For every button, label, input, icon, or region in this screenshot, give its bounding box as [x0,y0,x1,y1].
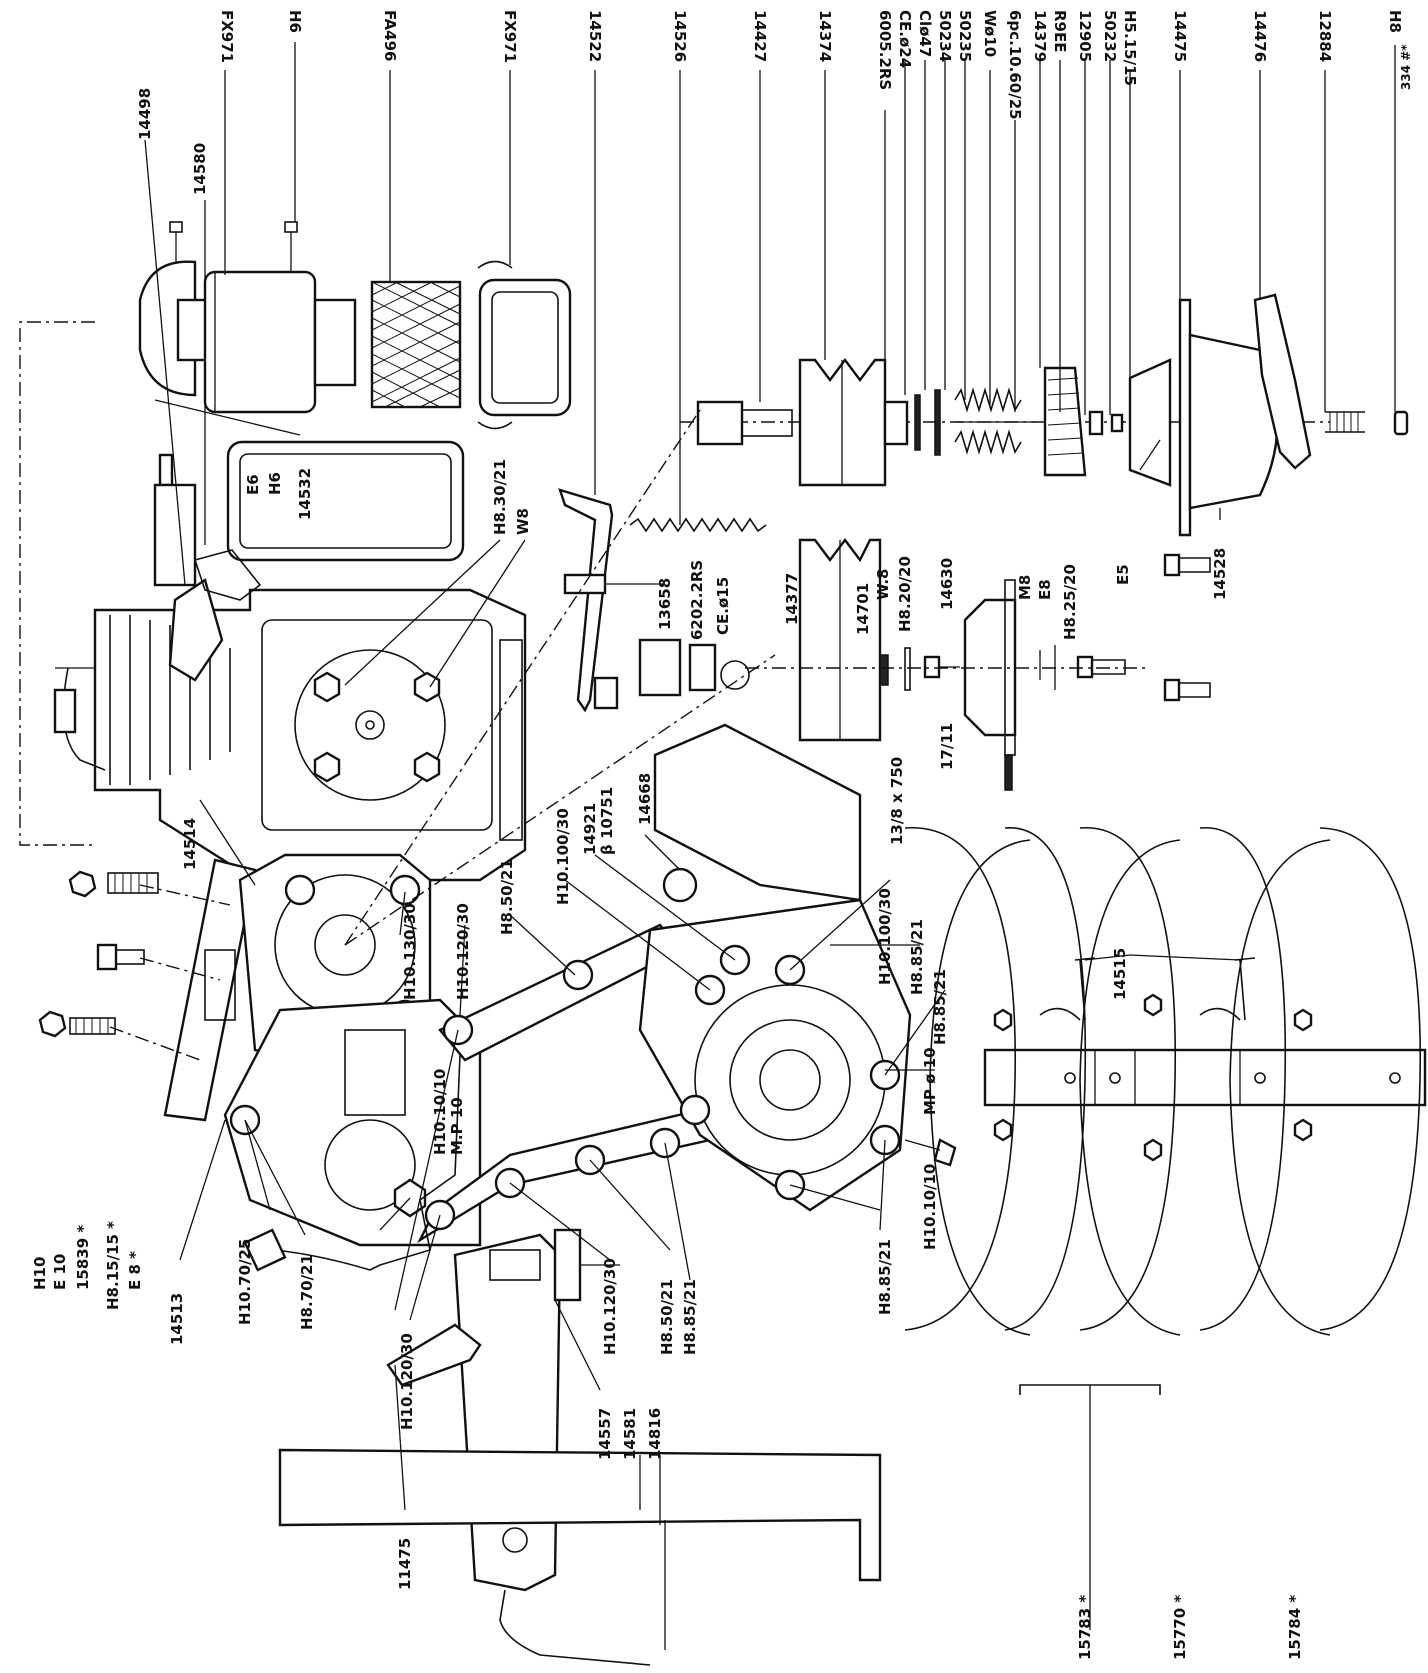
label-14476: 14476 [1251,10,1269,62]
label-14921: 14921 [581,803,599,855]
label-cl-47: Clø47 [916,10,934,57]
air-filter-assembly [138,221,572,436]
label-14532: 14532 [296,468,314,520]
label-fx971-a: FX971 [218,10,236,63]
label-14701: 14701 [854,583,872,635]
label-14515: 14515 [1111,948,1129,1000]
label-h8-50-21-b: H8.50/21 [658,1279,676,1355]
label-h10-100-30-b: H10.100/30 [876,888,894,985]
label-w8-mid: W.8 [874,569,892,600]
label-50234: 50234 [936,10,954,62]
label-h10-10-10-a: H10.10/10 [921,1164,939,1250]
leader-lines [144,42,1396,1650]
label-14580: 14580 [191,143,209,195]
label-h8-30-21: H8.30/21 [491,459,509,535]
label-12884: 12884 [1316,10,1334,62]
label-m8: M8 [1016,575,1034,600]
label-14475: 14475 [1171,10,1189,62]
label-stamp: 334 #* [1399,44,1413,90]
label-h10-70-25: H10.70/25 [236,1239,254,1325]
label-14528: 14528 [1211,548,1229,600]
label-e5: E5 [1114,564,1132,585]
label-h6-top: H6 [286,10,304,33]
label-12905: 12905 [1076,10,1094,62]
label-15783: 15783 * [1076,1595,1094,1660]
gasket-14532 [226,440,465,562]
label-fa496: FA496 [381,10,399,61]
label-14374: 14374 [816,10,834,62]
label-50232: 50232 [1101,10,1119,62]
label-14668: 14668 [636,773,654,825]
label-ce-15: CE.ø15 [714,577,732,635]
label-50235: 50235 [956,10,974,62]
label-r9ee: R9EE [1051,10,1069,52]
label-14816: 14816 [646,1408,664,1460]
label-h8-85-21-d: H8.85/21 [681,1279,699,1355]
label-h10-120-30-a: H10.120/30 [454,903,472,1000]
label-15770: 15770 * [1171,1595,1189,1660]
label-6pc: 6pc.10.60/25 [1006,10,1024,120]
clutch-shaft-assembly [680,293,1409,537]
label-11475: 11475 [396,1538,414,1590]
label-13658: 13658 [656,578,674,630]
label-14522: 14522 [586,10,604,62]
label-14379: 14379 [1031,10,1049,62]
label-h10: H10 [31,1257,49,1290]
label-15784: 15784 * [1286,1595,1304,1660]
label-14630: 14630 [938,558,956,610]
label-h10-120-30-b: H10.120/30 [601,1258,619,1355]
label-14581: 14581 [621,1408,639,1460]
label-ce-24: CE.ø24 [896,10,914,68]
label-w8: W8 [514,508,532,535]
label-14498: 14498 [136,88,154,140]
engine-outline-dashed [19,321,95,846]
handle-assembly [278,1228,882,1666]
tensioner-and-pulleys [558,488,1211,825]
label-h8-70-21: H8.70/21 [298,1254,316,1330]
label-w10: Wø10 [981,10,999,57]
label-h8-85-21-b: H8.85/21 [931,969,949,1045]
label-beta-10751: β 10751 [598,787,616,855]
label-e10: E 10 [51,1254,69,1290]
label-h10-100-30-a: H10.100/30 [554,808,572,905]
label-e8: E8 [1036,579,1054,600]
mounting-bolts [38,870,231,1061]
filter-element [370,280,462,409]
label-14427: 14427 [751,10,769,62]
label-15839: 15839 * [74,1225,92,1290]
label-14526: 14526 [671,10,689,62]
label-h8-85-21-a: H8.85/21 [908,919,926,995]
part-labels: FX971 H6 FA496 FX971 14522 14526 14427 1… [31,10,1413,1660]
label-13-8x750: 13/8 x 750 [888,757,906,845]
engine-block [53,453,527,882]
label-mp-10: MP ø 10 [921,1047,939,1115]
label-h8-top: H8 [1386,10,1404,33]
label-h10-10-10-b: H10.10/10 [431,1069,449,1155]
label-h8-50-21-a: H8.50/21 [498,859,516,935]
label-h10-120-30-c: H10.120/30 [398,1333,416,1430]
label-14514: 14514 [181,818,199,870]
label-mp10: M.P 10 [448,1097,466,1155]
label-6005-2rs: 6005.2RS [876,10,894,90]
label-h8-15-15: H8.15/15 * [104,1221,122,1310]
label-e6: E6 [244,474,262,495]
label-h5-15-15: H5.15/15 [1121,10,1139,86]
label-fx971-b: FX971 [501,10,519,63]
label-17-11: 17/11 [938,723,956,770]
label-h8-85-21-c: H8.85/21 [876,1239,894,1315]
label-e8-left: E 8 * [126,1251,144,1290]
label-14513: 14513 [168,1293,186,1345]
label-h8-25-20: H8.25/20 [1061,564,1079,640]
label-14557: 14557 [596,1408,614,1460]
label-h6-engine: H6 [266,472,284,495]
label-h10-130-30: H10.130/30 [401,903,419,1000]
rotor-tines-assembly [904,827,1427,1630]
label-h8-20-20: H8.20/20 [896,556,914,632]
label-14377: 14377 [783,573,801,625]
label-6202-2rs: 6202.2RS [688,560,706,640]
